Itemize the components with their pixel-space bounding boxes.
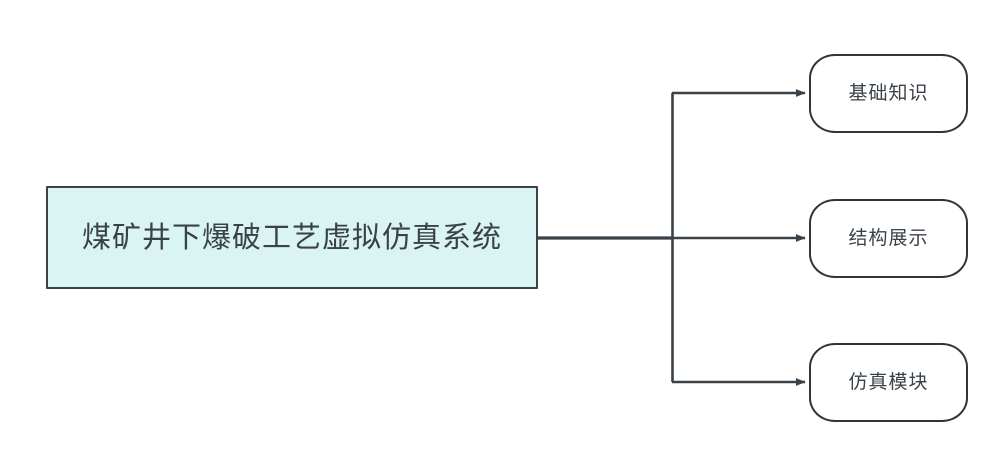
node-basic-knowledge-label: 基础知识	[848, 82, 929, 105]
node-structure-display[interactable]: 结构展示	[809, 199, 968, 278]
node-simulation-module-label: 仿真模块	[848, 371, 929, 394]
node-root-system[interactable]: 煤矿井下爆破工艺虚拟仿真系统	[46, 186, 538, 289]
node-simulation-module[interactable]: 仿真模块	[809, 343, 968, 422]
node-basic-knowledge[interactable]: 基础知识	[809, 54, 968, 133]
node-root-label: 煤矿井下爆破工艺虚拟仿真系统	[81, 220, 502, 255]
node-structure-display-label: 结构展示	[848, 227, 929, 250]
